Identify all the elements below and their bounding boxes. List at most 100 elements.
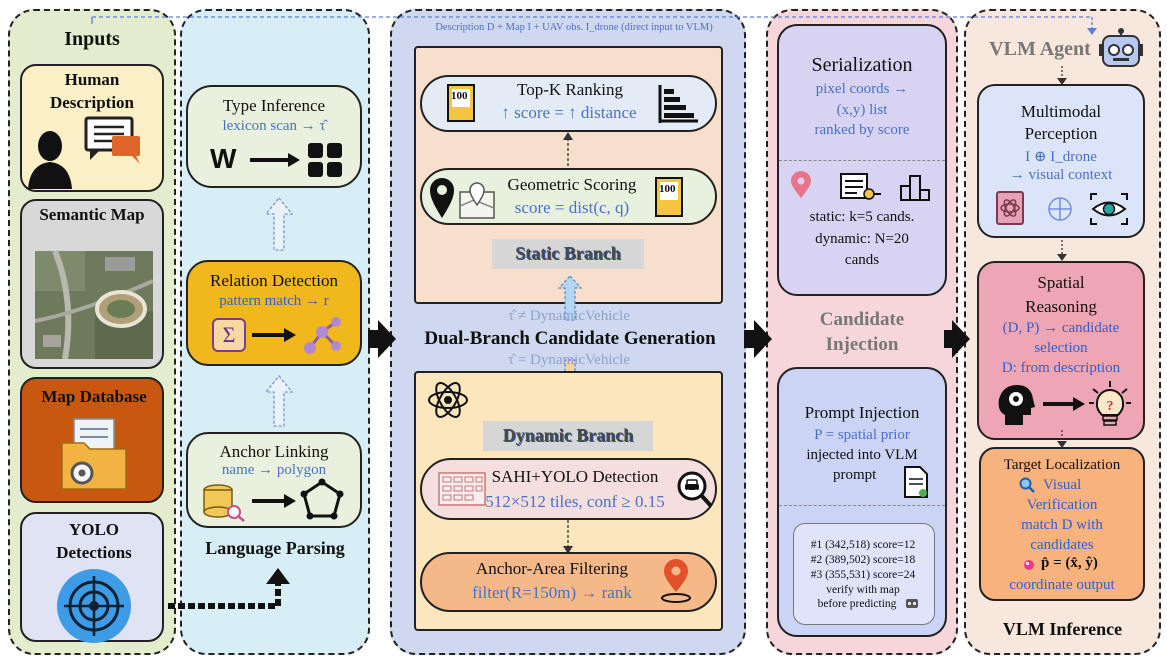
mm-title2: Perception bbox=[1024, 124, 1098, 143]
sr-sub1: (D, P) → candidate bbox=[1002, 320, 1120, 336]
tl-sub2: Verification bbox=[1026, 497, 1098, 513]
pink-pin-icon bbox=[1024, 560, 1034, 570]
document-settings-icon bbox=[904, 466, 928, 498]
vlm-arrow-2 bbox=[1057, 240, 1067, 261]
anchor-filter-sub: filter(R=150m) → rank bbox=[472, 583, 632, 602]
arrow-right-icon bbox=[250, 153, 300, 167]
lightbulb-question-icon: ? bbox=[1089, 381, 1131, 426]
score-document-icon bbox=[447, 84, 475, 122]
yolo-detections-label: YOLO Detections bbox=[56, 520, 132, 562]
prompt-sub1: P = spatial prior bbox=[814, 427, 910, 443]
candidate-line-3: #3 (355,531) score=24 bbox=[810, 569, 916, 581]
topk-sub: ↑ score = ↑ distance bbox=[501, 103, 637, 122]
mm-sub1: I ⊕ I_drone bbox=[1025, 149, 1097, 165]
candidate-injection-label1: Candidate bbox=[819, 309, 905, 330]
anchor-linking-sub: name → polygon bbox=[221, 462, 327, 478]
topk-ranking-card: 100 Top-K Ranking ↑ score = ↑ distance bbox=[420, 75, 717, 132]
list-key-icon bbox=[840, 173, 881, 200]
graph-nodes-icon bbox=[304, 317, 341, 354]
map-pin-icon bbox=[430, 178, 495, 219]
arrow-right-icon bbox=[252, 494, 296, 508]
mm-title1: Multimodal bbox=[1020, 102, 1102, 121]
relation-detection-sub: pattern match → r bbox=[219, 293, 329, 309]
geo-icon-text: 100 bbox=[659, 183, 676, 195]
topk-icon-text: 100 bbox=[451, 90, 468, 102]
type-inference-sub: lexicon scan → τ̂ bbox=[222, 118, 326, 134]
yolo-detections-card: YOLO Detections bbox=[20, 512, 164, 643]
tl-sub3: match D with bbox=[1021, 517, 1103, 533]
top-note: Description D + Map I + UAV obs. I_drone… bbox=[435, 22, 713, 33]
relation-detection-card: Relation Detection pattern match → r Σ bbox=[186, 260, 362, 366]
sr-title1: Spatial bbox=[1037, 273, 1085, 292]
vlm-agent-title: VLM Agent bbox=[989, 38, 1091, 60]
serialization-sub3: ranked by score bbox=[814, 122, 910, 138]
map-database-label: Map Database bbox=[41, 387, 147, 406]
tl-sub1: Visual bbox=[1043, 477, 1082, 493]
sahi-sub: 512×512 tiles, conf ≥ 0.15 bbox=[485, 492, 665, 511]
dynamic-n-line1: dynamic: N=20 bbox=[815, 231, 909, 247]
serialization-divider bbox=[779, 160, 945, 161]
map-database-card: Map Database bbox=[20, 377, 164, 503]
folder-gear-icon bbox=[61, 418, 127, 490]
anchor-filter-title: Anchor-Area Filtering bbox=[475, 559, 629, 578]
tl-output: coordinate output bbox=[1009, 577, 1115, 593]
ranking-bars-icon bbox=[658, 85, 698, 123]
up-arrow-2 bbox=[264, 374, 294, 427]
word-icon: W bbox=[210, 143, 237, 174]
candidate-line-5: before predicting bbox=[817, 598, 897, 610]
tl-formula: p̂ = (x̂, ŷ) bbox=[1041, 555, 1098, 571]
dynamic-n-line2: cands bbox=[844, 252, 880, 268]
serialization-sub1: pixel coords → bbox=[815, 81, 909, 97]
type-inference-card: Type Inference lexicon scan → τ̂ W bbox=[186, 85, 362, 188]
car-search-icon bbox=[677, 471, 713, 508]
geometric-title: Geometric Scoring bbox=[507, 175, 637, 194]
polygon-icon bbox=[300, 478, 344, 520]
prompt-divider bbox=[779, 505, 945, 506]
prompt-injection-title: Prompt Injection bbox=[804, 403, 920, 422]
candidate-line-2: #2 (389,502) score=18 bbox=[810, 554, 916, 566]
tau-neq-label: τ̂ ≠ DynamicVehicle bbox=[508, 308, 630, 324]
serialization-title: Serialization bbox=[811, 54, 913, 76]
tl-sub4: candidates bbox=[1030, 537, 1094, 553]
geometric-sub: score = dist(c, q) bbox=[514, 198, 630, 217]
topk-title: Top-K Ranking bbox=[517, 80, 623, 99]
book-atom-icon bbox=[996, 191, 1024, 225]
arrow-right-icon bbox=[1043, 397, 1085, 411]
robot-icon bbox=[1099, 28, 1143, 67]
sr-sub2: selection bbox=[1034, 340, 1088, 356]
prompt-sub2: injected into VLM bbox=[806, 447, 918, 463]
geometric-scoring-card: Geometric Scoring score = dist(c, q) 100 bbox=[420, 168, 717, 225]
person-speech-icon bbox=[28, 116, 140, 189]
inputs-title: Inputs bbox=[64, 28, 120, 50]
target-localization-card: Target Localization Visual Verification … bbox=[979, 447, 1145, 601]
prompt-sub3: prompt bbox=[833, 467, 877, 483]
location-pin-icon bbox=[661, 559, 691, 603]
up-arrow-1 bbox=[264, 196, 294, 251]
tile-grid-icon bbox=[438, 472, 486, 506]
dynamic-inner-arrow bbox=[563, 520, 573, 554]
sr-sub3: D: from description bbox=[1001, 360, 1121, 376]
grid-categories-icon bbox=[308, 143, 342, 177]
score-document-icon bbox=[655, 177, 683, 217]
serialization-sub2: (x,y) list bbox=[836, 102, 888, 118]
tau-eq-label: τ̂ = DynamicVehicle bbox=[508, 352, 630, 368]
static-inner-arrow bbox=[563, 132, 573, 166]
anchor-filter-card: Anchor-Area Filtering filter(R=150m) → r… bbox=[420, 552, 717, 612]
eye-scan-icon bbox=[1090, 193, 1128, 225]
arrow-right-icon bbox=[252, 328, 296, 342]
vlm-inference-label: VLM Inference bbox=[1002, 619, 1123, 639]
type-inference-title: Type Inference bbox=[222, 96, 326, 115]
semantic-map-label: Semantic Map bbox=[39, 205, 145, 224]
sahi-title: SAHI+YOLO Detection bbox=[491, 467, 659, 486]
language-parsing-label: Language Parsing bbox=[205, 538, 345, 558]
radar-target-icon bbox=[57, 569, 131, 643]
candidate-line-4: verify with map bbox=[826, 584, 900, 596]
semantic-map-card: Semantic Map bbox=[20, 199, 164, 369]
pin-icon bbox=[791, 171, 811, 198]
database-search-icon bbox=[203, 484, 245, 522]
human-description-card: Human Description bbox=[20, 64, 164, 192]
svg-text:?: ? bbox=[1107, 399, 1114, 414]
sigma-icon: Σ bbox=[212, 318, 246, 352]
